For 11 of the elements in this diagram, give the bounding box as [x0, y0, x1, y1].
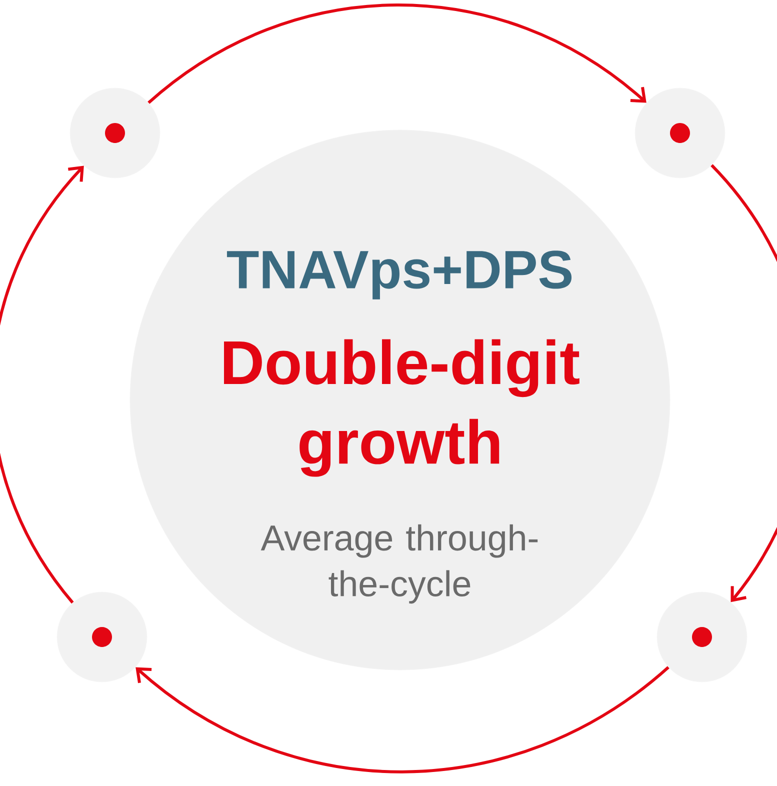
dot-marker [70, 88, 160, 178]
dot-marker [56, 592, 148, 682]
curved-arrow [0, 166, 84, 604]
curved-arrow [136, 666, 670, 774]
curved-arrow [148, 4, 646, 104]
dot-marker [634, 88, 726, 178]
dot-marker [656, 592, 748, 682]
headline-text: Double-digit growth [224, 339, 580, 477]
curved-arrow [710, 164, 777, 602]
title-text: TNAVps+DPS [226, 250, 572, 300]
subtitle-text: Average through-the-cycle [260, 524, 538, 604]
